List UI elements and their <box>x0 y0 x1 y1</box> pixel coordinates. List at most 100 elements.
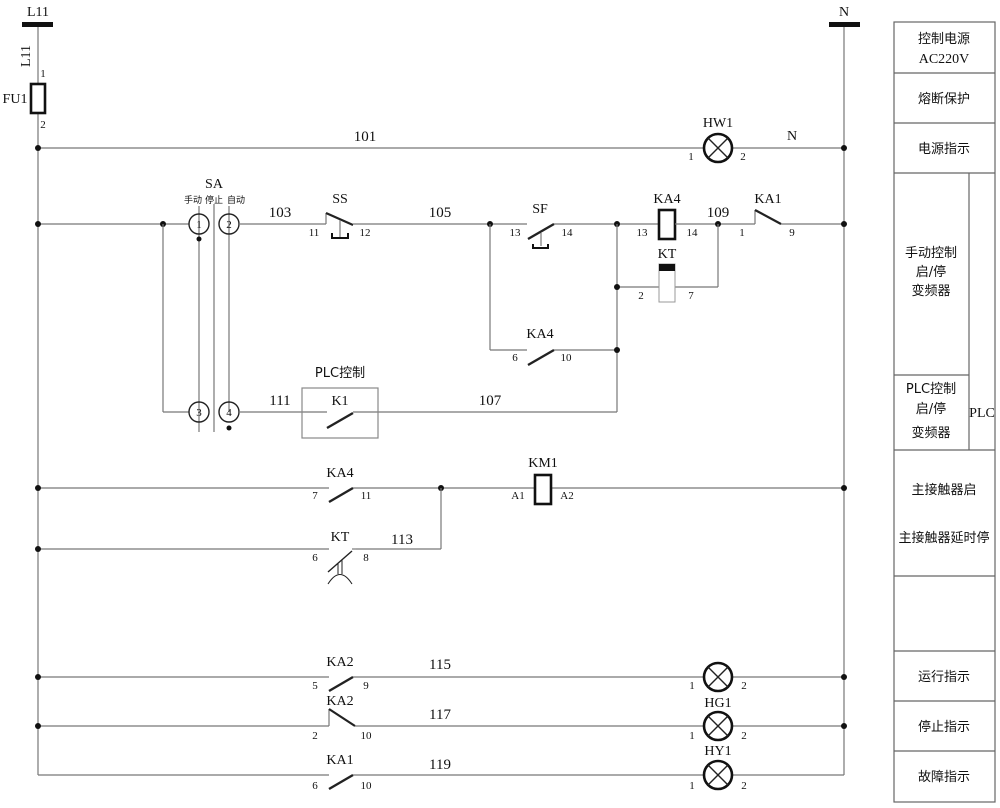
rung-delay-stop: KT 113 6 8 <box>35 488 441 584</box>
pin: 1 <box>739 227 745 239</box>
lamp-hy1-label: HY1 <box>704 744 731 759</box>
pin: 9 <box>363 680 369 692</box>
kt-delay-label: KT <box>331 530 350 545</box>
wire-119: 119 <box>429 757 451 773</box>
rung-manual-control: SA 手动 停止 自动 1 2 3 4 103 SS 11 12 <box>35 177 847 432</box>
pin: 1 <box>689 780 695 792</box>
table-cell-contactor-delay-stop: 主接触器延时停 <box>898 530 989 546</box>
table-cell-fuse: 熔断保护 <box>918 92 970 107</box>
fuse-fu1: FU1 1 2 <box>3 68 46 131</box>
pin: 10 <box>561 352 573 364</box>
plc-contact-k1-label: K1 <box>331 394 348 409</box>
line-bus: L11 L11 <box>19 5 53 775</box>
fuse-pin2: 2 <box>40 119 46 131</box>
fault-contact-ka1: KA1 1 9 <box>739 192 795 239</box>
pin: 2 <box>741 680 747 692</box>
wire-113: 113 <box>391 532 413 548</box>
table-cell-manual-startstop: 启/停 <box>916 264 946 280</box>
pin: 9 <box>789 227 795 239</box>
ss-label: SS <box>332 192 348 207</box>
pin: 11 <box>361 490 372 502</box>
lamp-icon <box>704 712 732 740</box>
table-cell-plc-side: PLC <box>969 406 995 421</box>
table-cell-plc-startstop: 启/停 <box>916 401 946 417</box>
sf-label: SF <box>532 202 548 217</box>
table-cell-plc-vfd: 变频器 <box>911 425 950 441</box>
fuse-pin1: 1 <box>40 68 46 80</box>
pin: 2 <box>740 151 746 163</box>
pin: 10 <box>361 730 373 742</box>
neutral-bus-label: N <box>839 5 849 20</box>
fuse-label: FU1 <box>3 92 28 107</box>
pin: 8 <box>363 552 369 564</box>
lamp-icon <box>704 663 732 691</box>
pin: 14 <box>687 227 699 239</box>
table-cell-plc: PLC控制 <box>906 382 956 397</box>
line-bus-label: L11 <box>27 5 49 20</box>
pin: A1 <box>511 490 524 502</box>
table-cell-manual: 手动控制 <box>905 246 957 261</box>
stop-button-ss: SS 11 12 <box>309 192 371 239</box>
pin: 2 <box>312 730 318 742</box>
pin: 11 <box>309 227 320 239</box>
sa-contact-4: 4 <box>226 407 232 419</box>
table-cell-stop-indicator: 停止指示 <box>918 719 970 735</box>
table-cell-run-indicator: 运行指示 <box>918 670 970 685</box>
table-cell-power-indicator: 电源指示 <box>918 142 970 157</box>
rung-stop-indicator: KA2 2 10 117 HG1 1 2 <box>35 694 847 742</box>
wire-107: 107 <box>479 393 502 409</box>
sa-contact-1: 1 <box>196 219 202 231</box>
ka4-km-label: KA4 <box>326 466 353 481</box>
relay-coil-ka4: KA4 13 14 <box>637 192 699 239</box>
pin: 6 <box>312 780 318 792</box>
rung-fault-indicator: KA1 6 10 119 HY1 1 2 <box>38 744 844 792</box>
pin: 7 <box>688 290 694 302</box>
holding-contact-ka4: KA4 6 10 <box>490 224 620 365</box>
pin: 13 <box>510 227 522 239</box>
pin: 5 <box>312 680 318 692</box>
pin: 12 <box>360 227 371 239</box>
wire-117: 117 <box>429 707 451 723</box>
start-button-sf: SF 13 14 <box>510 202 574 248</box>
table-cell-manual-vfd: 变频器 <box>911 283 950 299</box>
neutral-bus: N <box>829 5 860 775</box>
table-cell-power: 控制电源 <box>918 32 970 47</box>
wire-115: 115 <box>429 657 451 673</box>
pin: 6 <box>512 352 518 364</box>
pin: 2 <box>741 730 747 742</box>
pin: 13 <box>637 227 649 239</box>
pin: 1 <box>688 151 694 163</box>
pin: 2 <box>638 290 644 302</box>
wire-101: 101 <box>354 129 377 145</box>
lamp-hw1-label: HW1 <box>703 116 733 131</box>
function-table: 控制电源 AC220V 熔断保护 电源指示 手动控制 启/停 变频器 PLC控制… <box>894 22 995 802</box>
pin: A2 <box>560 490 573 502</box>
rung-run-indicator: KA2 5 9 115 1 2 <box>35 655 847 692</box>
pin: 1 <box>689 730 695 742</box>
sa-position-auto: 自动 <box>227 194 245 206</box>
lamp-icon <box>704 761 732 789</box>
sa-contact-2: 2 <box>226 219 232 231</box>
table-cell-contactor-start: 主接触器启 <box>911 482 976 498</box>
pin: 14 <box>562 227 574 239</box>
wire-109: 109 <box>707 205 730 221</box>
sa-contact-3: 3 <box>196 407 202 419</box>
wire-105: 105 <box>429 205 452 221</box>
lamp-icon <box>704 134 732 162</box>
pin: 6 <box>312 552 318 564</box>
line-bus-vertical-label: L11 <box>19 45 34 67</box>
pin: 7 <box>312 490 318 502</box>
ka2-run-label: KA2 <box>326 655 353 670</box>
plc-control-title: PLC控制 <box>315 366 365 381</box>
timer-coil-kt: KT 2 7 <box>614 224 718 412</box>
pin: 10 <box>361 780 373 792</box>
table-cell-ac220v: AC220V <box>919 52 970 67</box>
lamp-hg1-label: HG1 <box>704 696 731 711</box>
table-cell-fault-indicator: 故障指示 <box>918 770 970 785</box>
ka4-coil-label: KA4 <box>653 192 680 207</box>
kt-coil-label: KT <box>658 247 677 262</box>
ka1-label: KA1 <box>754 192 781 207</box>
ka1-fault-label: KA1 <box>326 753 353 768</box>
wire-111: 111 <box>269 393 290 409</box>
